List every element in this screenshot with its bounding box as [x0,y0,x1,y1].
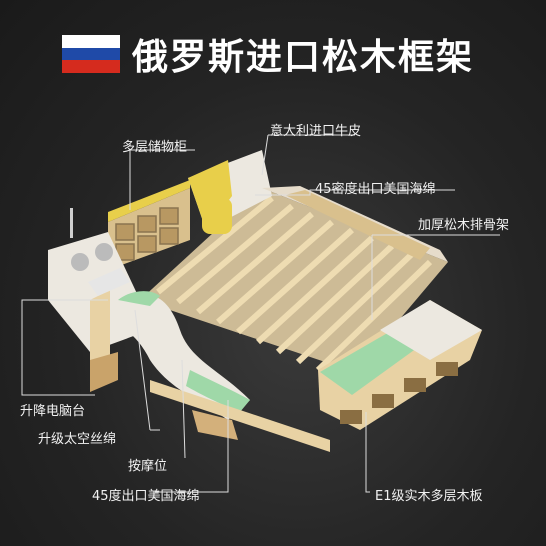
label-space-cotton: 升级太空丝绵 [38,432,117,447]
slats [156,195,433,373]
russia-flag-icon [62,35,120,73]
label-storage: 多层储物柜 [122,140,188,155]
label-computer-desk: 升降电脑台 [20,404,86,419]
label-sponge-density: 45密度出口美国海绵 [315,182,436,197]
label-leather: 意大利进口牛皮 [270,124,362,139]
leader-lines [21,134,500,493]
label-board: E1级实木多层木板 [375,489,483,504]
page-title: 俄罗斯进口松木框架 [132,37,475,78]
label-sponge-export: 45度出口美国海绵 [92,489,200,504]
label-massage: 按摩位 [128,459,168,474]
label-slats: 加厚松木排骨架 [418,218,510,233]
